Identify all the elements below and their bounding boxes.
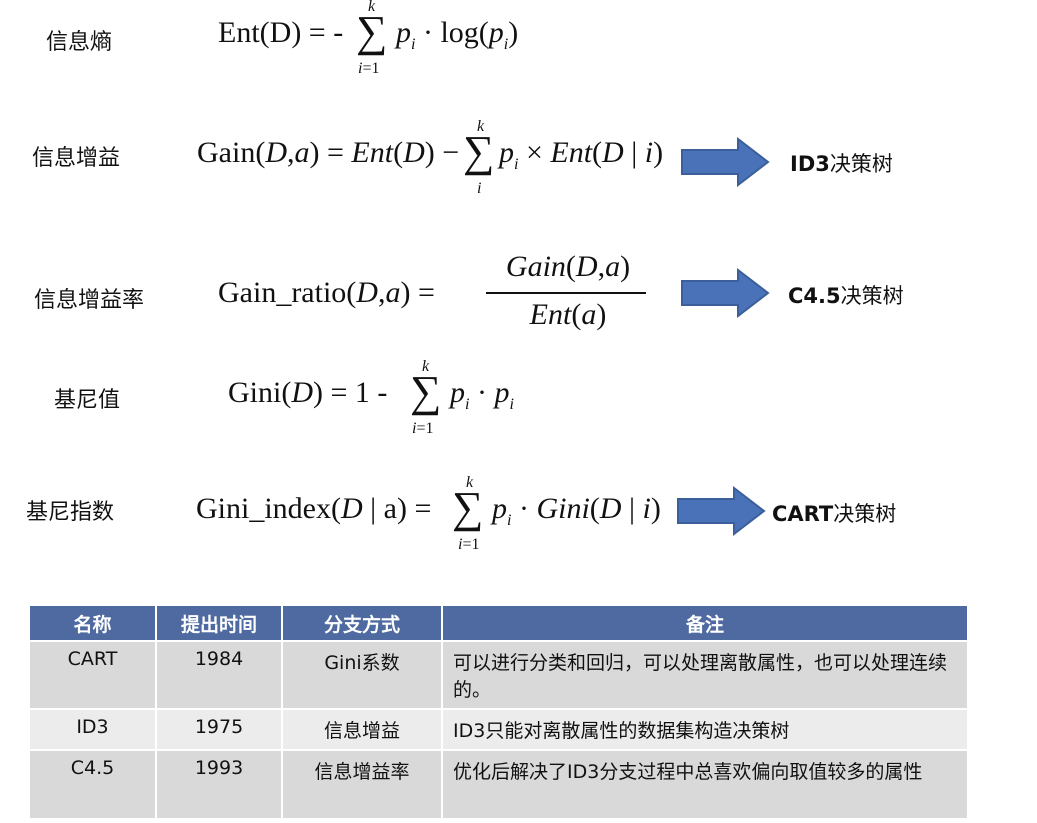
- cell-year: 1975: [156, 708, 283, 750]
- label-info-gain: 信息增益: [32, 146, 121, 171]
- cell-note: ID3只能对离散属性的数据集构造决策树: [442, 708, 967, 750]
- arrow-icon-cart: [677, 486, 766, 536]
- arrow-icon-c45: [681, 268, 770, 318]
- arrow-icon-id3: [681, 137, 770, 187]
- label-gain-ratio: 信息增益率: [34, 288, 145, 313]
- tag-c45: C4.5决策树: [788, 284, 904, 308]
- label-gini-index: 基尼指数: [26, 500, 115, 525]
- table-row: CART 1984 Gini系数 可以进行分类和回归，可以处理离散属性，也可以处…: [30, 640, 967, 709]
- cell-name: C4.5: [30, 749, 157, 818]
- label-gini: 基尼值: [54, 388, 121, 413]
- tag-cart: CART决策树: [772, 502, 897, 526]
- cell-branch: 信息增益率: [282, 749, 443, 818]
- table-row: C4.5 1993 信息增益率 优化后解决了ID3分支过程中总喜欢偏向取值较多的…: [30, 749, 967, 818]
- formula-gain-ratio: Gain_ratio(D,a) = Gain(D,a) Ent(a): [218, 250, 658, 340]
- cell-branch: Gini系数: [282, 640, 443, 709]
- header-year: 提出时间: [156, 606, 283, 641]
- cell-note: 优化后解决了ID3分支过程中总喜欢偏向取值较多的属性: [442, 749, 967, 818]
- cell-year: 1984: [156, 640, 283, 709]
- cell-year: 1993: [156, 749, 283, 818]
- header-note: 备注: [442, 606, 967, 641]
- tag-id3: ID3决策树: [790, 152, 893, 176]
- cell-branch: 信息增益: [282, 708, 443, 750]
- comparison-table: 名称 提出时间 分支方式 备注 CART 1984 Gini系数 可以进行分类和…: [30, 606, 967, 818]
- cell-name: ID3: [30, 708, 157, 750]
- label-entropy: 信息熵: [46, 30, 113, 55]
- table-row: ID3 1975 信息增益 ID3只能对离散属性的数据集构造决策树: [30, 708, 967, 750]
- header-branch: 分支方式: [282, 606, 443, 641]
- table-header-row: 名称 提出时间 分支方式 备注: [30, 606, 967, 641]
- cell-note: 可以进行分类和回归，可以处理离散属性，也可以处理连续的。: [442, 640, 967, 709]
- header-name: 名称: [30, 606, 157, 641]
- cell-name: CART: [30, 640, 157, 709]
